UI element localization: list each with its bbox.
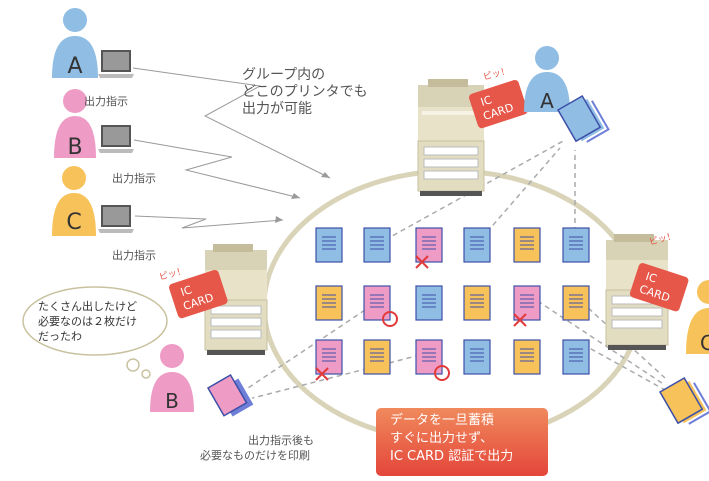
select-mark [434, 365, 450, 381]
storage-note: データを一旦蓄積 すぐに出力せず、 IC CARD 認証で出力 [376, 408, 548, 476]
thought-line: たくさん出したけど [38, 300, 137, 313]
laptop-icon [98, 205, 134, 233]
user-a-figure: A [52, 8, 98, 79]
ic-card-right: IC CARD [629, 263, 689, 312]
stored-documents [315, 227, 590, 381]
user-letter: C [66, 210, 81, 235]
headline-line: グループ内の [242, 67, 326, 83]
user-b-print-figure: B [150, 344, 194, 413]
user-c-printer-figure: C [686, 280, 709, 355]
user-b-caption: 出力指示 [112, 172, 156, 185]
printout-stack-b [206, 373, 257, 420]
thought-line: だったわ [38, 330, 82, 343]
ic-card-label: IC [179, 283, 194, 299]
user-letter: B [165, 389, 179, 413]
user-letter: A [67, 54, 82, 79]
user-b-figure: B [54, 89, 96, 160]
beep-label: ピッ！ [158, 265, 187, 283]
ic-card-label: IC [644, 270, 659, 286]
note-line: すぐに出力せず、 [390, 431, 494, 446]
reject-mark [415, 255, 429, 269]
laptop-icon [98, 50, 134, 78]
reject-mark [513, 313, 527, 327]
user-letter: C [700, 331, 709, 355]
user-c-caption: 出力指示 [112, 249, 156, 262]
document-page [562, 227, 590, 263]
instruction-arrows [132, 67, 331, 229]
ic-card-top: IC CARD [469, 79, 528, 129]
laptop-icon [98, 125, 134, 153]
user-a-caption: 出力指示 [84, 95, 128, 108]
print-caption-line: 出力指示後も [248, 434, 314, 447]
thought-line: 必要なのは２枚だけ [38, 315, 137, 328]
note-line: IC CARD 認証で出力 [390, 449, 514, 464]
printout-stack-c [658, 376, 709, 428]
printer-top [417, 79, 485, 196]
note-line: データを一旦蓄積 [390, 413, 495, 428]
user-letter: A [540, 89, 554, 113]
user-c-figure: C [52, 166, 96, 236]
reject-mark [315, 367, 329, 381]
user-letter: B [67, 135, 82, 160]
headline-line: 出力が可能 [242, 101, 312, 117]
print-caption-line: 必要なものだけを印刷 [200, 449, 310, 462]
ic-card-label: IC [479, 93, 494, 109]
beep-label: ピッ！ [482, 65, 511, 83]
thought-bubble [22, 286, 168, 379]
ic-card-left: IC CARD [169, 269, 228, 319]
printout-stack-a [556, 94, 613, 146]
headline-line: どこのプリンタでも [242, 84, 368, 100]
select-mark [382, 311, 398, 327]
user-a-printer-figure: A [524, 46, 570, 113]
